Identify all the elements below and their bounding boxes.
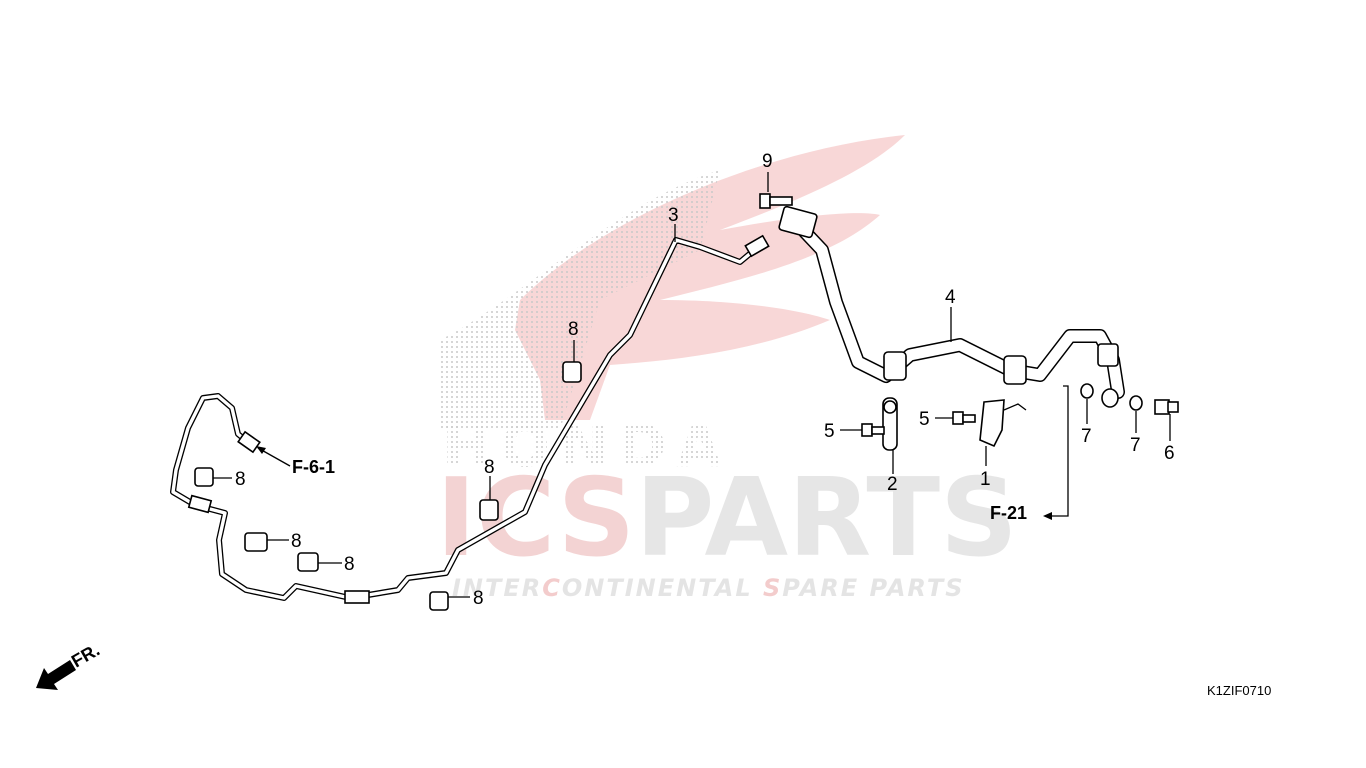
icsparts-gray: PARTS (635, 456, 1018, 581)
honda-text-watermark: HONDA (442, 412, 731, 480)
callout-2: 2 (887, 474, 898, 495)
callout-8: 8 (235, 469, 246, 490)
icsparts-watermark: ICSPARTS (436, 456, 1018, 581)
callout-1: 1 (980, 469, 991, 490)
callout-8: 8 (473, 588, 484, 609)
brake-hose-part-4[interactable] (778, 205, 1125, 399)
clip-part-8[interactable] (194, 361, 582, 611)
callout-5: 5 (919, 409, 930, 430)
diagram-code: K1ZIF0710 (1207, 683, 1271, 698)
callout-5: 5 (824, 421, 835, 442)
reference-f-6-1[interactable]: F-6-1 (292, 457, 335, 477)
callout-9: 9 (762, 151, 773, 172)
washer-part-7a[interactable] (1080, 383, 1094, 399)
bracket-part-1[interactable] (979, 399, 1027, 448)
callout-4: 4 (945, 287, 956, 308)
washer-part-7b[interactable] (1129, 395, 1143, 411)
bolt-part-9[interactable] (759, 193, 793, 209)
callout-7: 7 (1130, 435, 1141, 456)
bracket-part-2[interactable] (882, 397, 898, 451)
banjo-fitting (1101, 388, 1119, 408)
callout-3: 3 (668, 205, 679, 226)
callout-8: 8 (484, 457, 495, 478)
icsparts-red: ICS (436, 456, 635, 581)
bolt-part-5b[interactable] (952, 411, 976, 425)
brake-pipe-part-3[interactable] (170, 234, 770, 604)
callout-8: 8 (344, 554, 355, 575)
bolt-part-5a[interactable] (861, 423, 885, 437)
callout-7: 7 (1081, 426, 1092, 447)
tagline-watermark: INTERCONTINENTAL SPARE PARTS (452, 574, 965, 602)
reference-f-21[interactable]: F-21 (990, 503, 1027, 523)
leader-lines (213, 172, 1171, 598)
front-arrow-icon: FR. (36, 640, 103, 690)
callout-6: 6 (1164, 443, 1175, 464)
callout-8: 8 (291, 531, 302, 552)
banjo-bolt-part-6[interactable] (1154, 399, 1179, 415)
callout-8: 8 (568, 319, 579, 340)
